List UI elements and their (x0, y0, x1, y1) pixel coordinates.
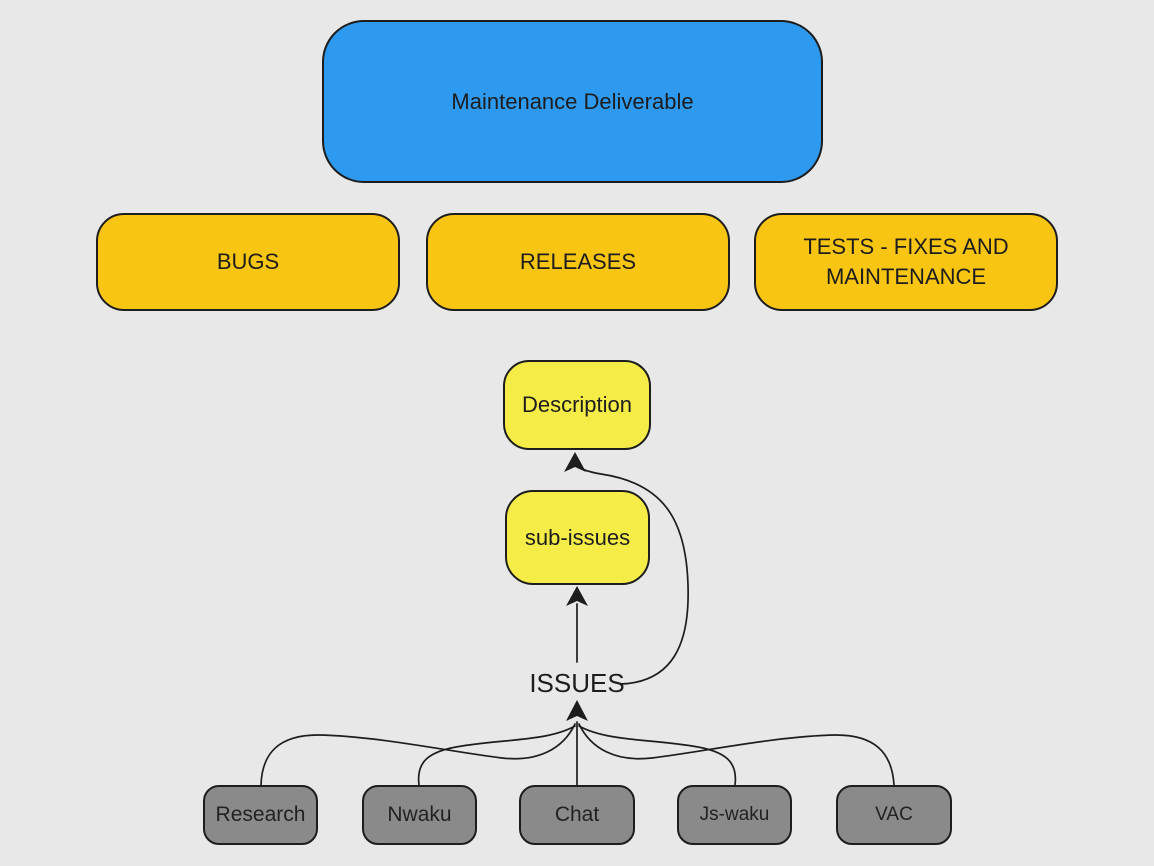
edge-nwaku-issues (417, 725, 576, 786)
node-js-waku-label: Js-waku (699, 804, 770, 826)
node-tests-fixes-maintenance[interactable]: TESTS - FIXES AND MAINTENANCE (754, 213, 1058, 311)
node-sub-issues[interactable]: sub-issues (505, 490, 650, 585)
node-maintenance-deliverable-label: Maintenance Deliverable (451, 88, 694, 114)
arrowhead-into-subissues (566, 586, 588, 606)
node-bugs-label: BUGS (216, 249, 280, 275)
arrowhead-into-issues (566, 700, 588, 721)
edge-research-issues (260, 723, 576, 786)
node-js-waku[interactable]: Js-waku (677, 785, 792, 845)
node-sub-issues-label: sub-issues (524, 524, 631, 550)
node-research[interactable]: Research (203, 785, 318, 845)
node-nwaku[interactable]: Nwaku (362, 785, 477, 845)
node-tests-fixes-maintenance-label: TESTS - FIXES AND MAINTENANCE (803, 234, 1009, 289)
edge-vac-issues (578, 723, 895, 786)
node-description-label: Description (521, 392, 633, 418)
node-description[interactable]: Description (503, 360, 651, 450)
edge-jswaku-issues (578, 725, 737, 786)
node-nwaku-label: Nwaku (387, 802, 452, 826)
node-maintenance-deliverable[interactable]: Maintenance Deliverable (322, 20, 823, 183)
node-chat-label: Chat (554, 802, 600, 826)
node-chat[interactable]: Chat (519, 785, 635, 845)
node-releases[interactable]: RELEASES (426, 213, 730, 311)
node-vac-label: VAC (875, 804, 913, 826)
node-releases-label: RELEASES (519, 249, 637, 275)
issues-text-label[interactable]: ISSUES (497, 668, 657, 699)
node-research-label: Research (215, 802, 306, 826)
node-vac[interactable]: VAC (836, 785, 952, 845)
arrowhead-into-description (564, 452, 586, 472)
issues-text: ISSUES (529, 668, 625, 698)
node-bugs[interactable]: BUGS (96, 213, 400, 311)
